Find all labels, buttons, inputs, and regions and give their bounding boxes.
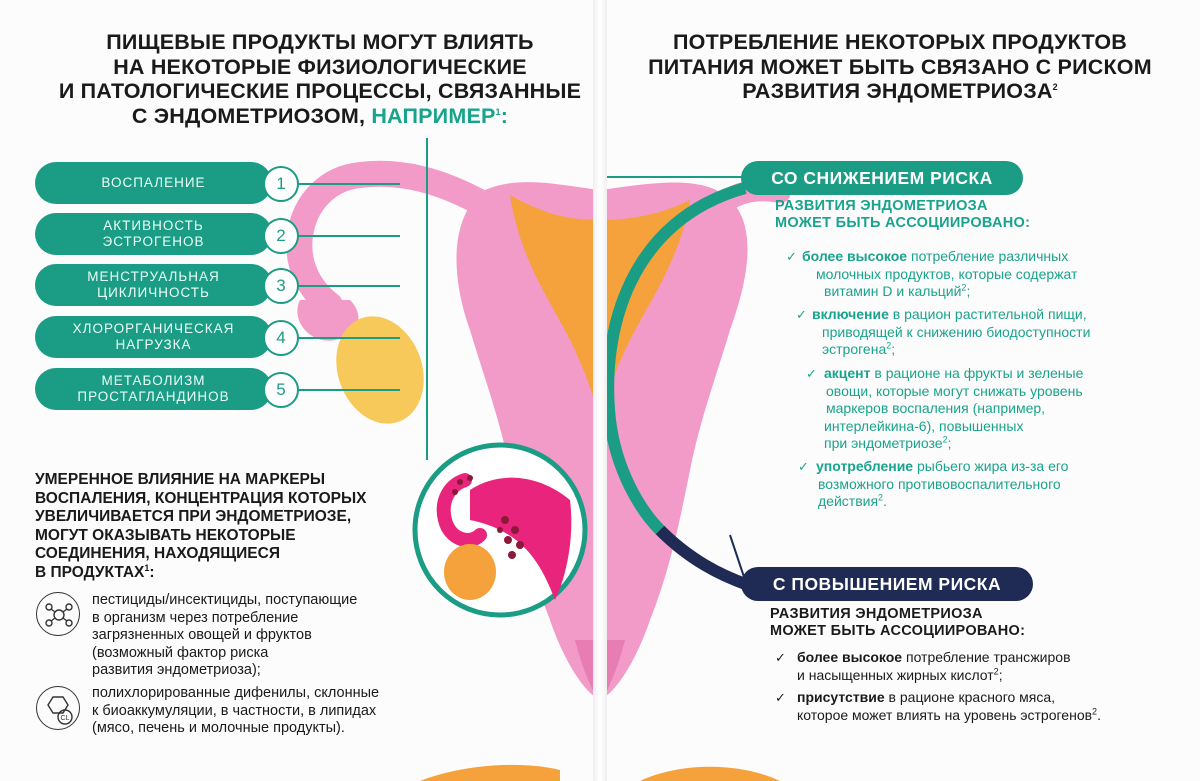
process-pill: ВОСПАЛЕНИЕ [35, 162, 272, 204]
bottom-decoration [420, 764, 560, 781]
left-title: ПИЩЕВЫЕ ПРОДУКТЫ МОГУТ ВЛИЯТЬ НА НЕКОТОР… [55, 30, 585, 128]
increased-risk-item: присутствие в рационе красного мяса, кот… [797, 689, 1101, 723]
process-number: 2 [263, 218, 299, 254]
left-title-line: И ПАТОЛОГИЧЕСКИЕ ПРОЦЕССЫ, СВЯЗАННЫЕ [58, 79, 582, 103]
reduced-risk-item: включение в рацион растительной пищи, пр… [812, 306, 1091, 357]
moderate-influence-heading: УМЕРЕННОЕ ВЛИЯНИЕ НА МАРКЕРЫ ВОСПАЛЕНИЯ,… [35, 471, 367, 581]
check-icon: ✓ [775, 650, 786, 665]
process-number: 1 [263, 166, 299, 202]
right-title-line: ПИТАНИЯ МОЖЕТ БЫТЬ СВЯЗАНО С РИСКОМ [648, 54, 1152, 79]
product-item-pesticides: пестициды/инсектициды, поступающие в орг… [92, 592, 358, 678]
zoom-circle [412, 442, 588, 618]
check-icon: ✓ [796, 307, 807, 322]
check-icon: ✓ [798, 459, 809, 474]
right-title-line: РАЗВИТИЯ ЭНДОМЕТРИОЗА2 [742, 79, 1058, 103]
title-accent: НАПРИМЕР [371, 103, 496, 128]
product-item-pcb: полихлорированные дифенилы, склонные к б… [92, 685, 380, 736]
right-title-line: ПОТРЕБЛЕНИЕ НЕКОТОРЫХ ПРОДУКТОВ [673, 30, 1127, 54]
risk-arc-navy [655, 525, 751, 591]
left-title-line: ПИЩЕВЫЕ ПРОДУКТЫ МОГУТ ВЛИЯТЬ [106, 30, 534, 54]
process-number: 5 [263, 372, 299, 408]
increased-risk-band: С ПОВЫШЕНИЕМ РИСКА [741, 567, 1033, 601]
check-icon: ✓ [806, 366, 817, 381]
right-title: ПОТРЕБЛЕНИЕ НЕКОТОРЫХ ПРОДУКТОВ ПИТАНИЯ … [615, 30, 1185, 104]
reduced-risk-subheading: РАЗВИТИЯ ЭНДОМЕТРИОЗА МОЖЕТ БЫТЬ АССОЦИИ… [775, 198, 1031, 231]
reduced-risk-item: употребление рыбьего жира из-за его возм… [816, 458, 1069, 509]
increased-risk-item: более высокое потребление трансжиров и н… [797, 649, 1071, 683]
increased-risk-subheading: РАЗВИТИЯ ЭНДОМЕТРИОЗА МОЖЕТ БЫТЬ АССОЦИИ… [770, 606, 1026, 639]
left-title-line: С ЭНДОМЕТРИОЗОМ, НАПРИМЕР1: [131, 103, 509, 128]
left-title-line: НА НЕКОТОРЫЕ ФИЗИОЛОГИЧЕСКИЕ [113, 54, 527, 79]
left-ovary [336, 316, 424, 424]
page-fold [593, 0, 607, 781]
left-fimbria [297, 300, 359, 341]
risk-arc-teal [602, 182, 747, 535]
reduced-risk-band: СО СНИЖЕНИЕМ РИСКА [741, 161, 1023, 195]
molecule-icon [36, 592, 80, 636]
reduced-risk-item: более высокое потребление различных моло… [802, 248, 1078, 299]
reduced-risk-item: акцент в рационе на фрукты и зеленые ово… [824, 365, 1084, 451]
chlorine-hexagon-icon: CL [36, 686, 80, 730]
connector-lines [298, 138, 428, 460]
check-icon: ✓ [786, 249, 797, 264]
check-icon: ✓ [775, 690, 786, 705]
process-number: 3 [263, 268, 299, 304]
svg-text:CL: CL [61, 715, 70, 722]
process-number: 4 [263, 320, 299, 356]
